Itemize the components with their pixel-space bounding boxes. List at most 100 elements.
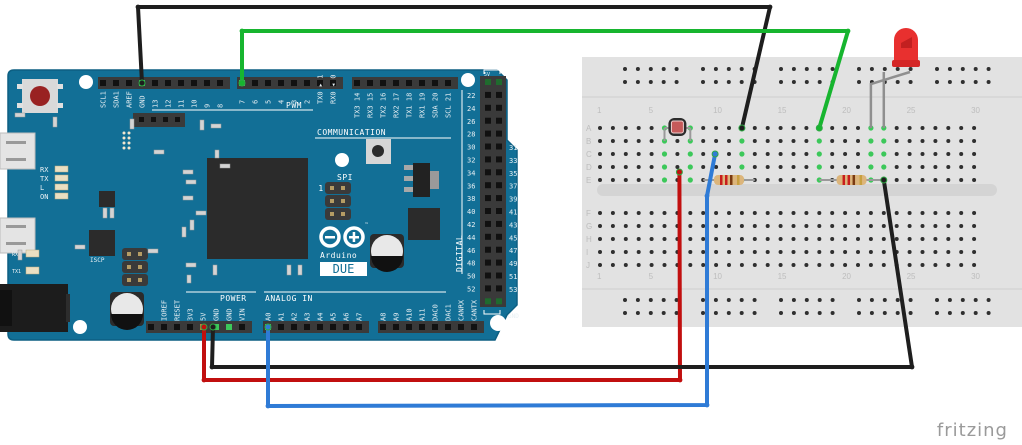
breadboard-hole[interactable] [765,126,770,130]
breadboard-hole[interactable] [843,152,848,156]
breadboard-hole[interactable] [661,164,668,170]
breadboard-hole[interactable] [907,263,912,267]
breadboard-hole[interactable] [765,152,770,156]
breadboard-hole[interactable] [752,211,757,215]
breadboard-hole[interactable] [623,250,628,254]
breadboard-hole[interactable] [649,152,654,156]
rail-hole[interactable] [739,80,744,84]
breadboard-hole[interactable] [972,139,977,143]
rail-hole[interactable] [648,311,653,315]
header-pin[interactable] [419,324,425,330]
breadboard-hole[interactable] [701,211,706,215]
breadboard-hole[interactable] [739,224,744,228]
breadboard-hole[interactable] [946,263,951,267]
breadboard-hole[interactable] [907,139,912,143]
red-led[interactable] [869,28,920,128]
breadboard-hole[interactable] [610,250,615,254]
rail-hole[interactable] [895,298,900,302]
header-pin[interactable] [496,104,502,111]
breadboard-hole[interactable] [856,250,860,254]
breadboard-hole[interactable] [816,138,822,144]
breadboard-hole[interactable] [817,263,822,267]
header-pin[interactable] [291,324,297,330]
breadboard-hole[interactable] [959,152,964,156]
breadboard-hole[interactable] [623,152,628,156]
breadboard-hole[interactable] [610,126,615,130]
breadboard-hole[interactable] [933,126,938,130]
breadboard-hole[interactable] [856,165,860,169]
breadboard-hole[interactable] [894,237,899,241]
breadboard-hole[interactable] [843,211,848,215]
breadboard-hole[interactable] [894,178,899,182]
breadboard-hole[interactable] [714,237,719,241]
breadboard-hole[interactable] [907,178,912,182]
header-pin[interactable] [496,246,502,253]
header-pin[interactable] [354,80,360,86]
header-pin[interactable] [393,80,399,86]
breadboard-hole[interactable] [830,165,835,169]
breadboard-hole[interactable] [752,224,757,228]
breadboard-hole[interactable] [610,211,615,215]
rail-hole[interactable] [779,67,783,71]
header-pin[interactable] [485,117,491,124]
rail-hole[interactable] [895,311,900,315]
breadboard-hole[interactable] [843,263,848,267]
breadboard-hole[interactable] [778,250,783,254]
rail-hole[interactable] [623,311,627,315]
breadboard-hole[interactable] [907,152,912,156]
header-pin[interactable] [278,324,284,330]
wire-black-gnd-power[interactable] [209,176,915,370]
breadboard-hole[interactable] [843,165,848,169]
breadboard-hole[interactable] [881,237,886,241]
breadboard-hole[interactable] [881,263,886,267]
breadboard-hole[interactable] [843,237,848,241]
header-pin[interactable] [148,324,154,330]
breadboard-hole[interactable] [959,211,964,215]
breadboard-hole[interactable] [791,263,796,267]
breadboard-hole[interactable] [714,250,719,254]
breadboard-hole[interactable] [868,138,874,144]
breadboard-hole[interactable] [778,224,783,228]
breadboard-hole[interactable] [830,237,835,241]
breadboard-hole[interactable] [868,151,874,157]
breadboard-hole[interactable] [662,224,667,228]
breadboard-hole[interactable] [701,224,706,228]
rail-hole[interactable] [947,298,952,302]
rail-hole[interactable] [752,298,757,302]
header-pin[interactable] [496,272,502,279]
header-pin[interactable] [496,195,502,202]
wire-green-pin7-path[interactable] [240,29,850,130]
rail-hole[interactable] [726,67,731,71]
breadboard-hole[interactable] [598,263,602,267]
breadboard-hole[interactable] [687,164,693,170]
breadboard-hole[interactable] [623,211,628,215]
wire-bendpoint[interactable] [201,377,207,383]
breadboard-hole[interactable] [636,126,641,130]
rail-hole[interactable] [791,311,796,315]
rail-hole[interactable] [986,298,991,302]
wire-endpoint[interactable] [880,176,888,184]
wire-bendpoint[interactable] [677,377,683,383]
wire-bendpoint[interactable] [845,28,851,34]
breadboard-hole[interactable] [920,250,925,254]
rail-hole[interactable] [960,298,965,302]
wire-blue-a0[interactable] [264,150,719,409]
rail-hole[interactable] [623,80,627,84]
rail-hole[interactable] [713,80,718,84]
breadboard-hole[interactable] [765,165,770,169]
rail-hole[interactable] [817,311,822,315]
header-pin[interactable] [174,324,180,330]
breadboard-hole[interactable] [739,164,745,170]
header-pin[interactable] [317,324,323,330]
breadboard-hole[interactable] [714,263,719,267]
breadboard-hole[interactable] [946,211,951,215]
breadboard-hole[interactable] [752,152,757,156]
header-pin[interactable] [445,324,451,330]
breadboard-hole[interactable] [907,211,912,215]
breadboard-hole[interactable] [636,139,641,143]
breadboard-hole[interactable] [727,263,731,267]
breadboard-hole[interactable] [649,126,654,130]
breadboard-hole[interactable] [972,263,977,267]
breadboard-hole[interactable] [701,152,706,156]
